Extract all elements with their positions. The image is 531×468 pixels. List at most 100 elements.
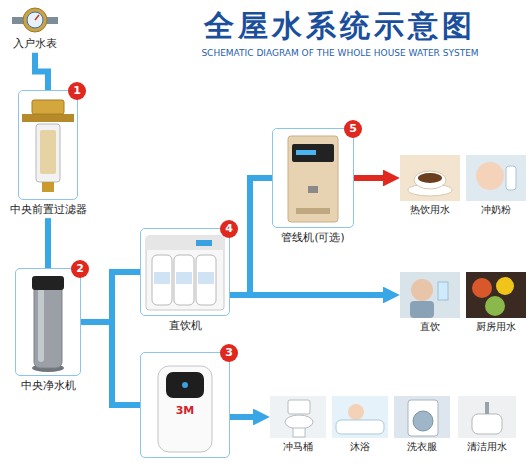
dish [496, 277, 514, 295]
usage-box: 直饮 [400, 272, 460, 334]
bathtub [336, 420, 384, 434]
filter-cap [32, 100, 64, 114]
drinker-cartridge [174, 255, 194, 305]
baby-face [476, 162, 504, 190]
softener-led [182, 382, 188, 388]
node-label: 直饮 [420, 321, 440, 334]
dish [485, 296, 505, 316]
node-label: 直饮机 [169, 319, 202, 332]
drinker-cartridge [196, 255, 216, 305]
filter-housing [36, 124, 60, 182]
usage-box: 沐浴 [332, 396, 388, 454]
person-body [410, 301, 434, 318]
device-box: 2 中央净水机 [15, 268, 81, 392]
pipeline-digits [296, 150, 316, 155]
pipe-connector [230, 292, 383, 298]
pipeline-body [288, 136, 338, 222]
purifier-tank [34, 284, 62, 368]
callout-number: 3 [220, 344, 238, 362]
node-frame: 2 [15, 268, 81, 376]
device-box: 4 直饮机 [140, 228, 230, 332]
washer-door [413, 411, 433, 431]
cup [414, 171, 446, 189]
node-label: 管线机(可选) [281, 231, 344, 244]
node-label: 热饮用水 [410, 204, 450, 217]
subtitle: SCHEMATIC DIAGRAM OF THE WHOLE HOUSE WAT… [150, 48, 530, 58]
purifier-highlight [38, 288, 44, 362]
node-frame [394, 396, 450, 438]
drinker-cartridge [152, 255, 172, 305]
node-label: 中央前置过滤器 [10, 203, 87, 216]
bottle [506, 166, 516, 190]
cartridge-stripe [154, 272, 170, 284]
node-frame: 5 [272, 128, 354, 228]
usage-box: 冲奶粉 [466, 155, 526, 217]
pipe-connector [230, 178, 272, 295]
callout-number: 2 [71, 260, 89, 278]
person-head [411, 279, 433, 301]
node-label: 厨房用水 [476, 321, 516, 334]
toilet-tank [288, 400, 310, 414]
node-label: 入户水表 [13, 37, 57, 51]
pipe-connector [81, 322, 140, 405]
washer [408, 400, 438, 436]
node-frame [466, 155, 526, 201]
photo-ground [458, 396, 516, 438]
pipe-connector [81, 272, 140, 322]
photo-ground [466, 272, 526, 318]
node-frame [20, 6, 50, 34]
toilet-bowl [285, 415, 313, 429]
purifier-head [32, 276, 64, 290]
node-frame [458, 396, 516, 438]
pipe-connector [45, 218, 51, 268]
node-frame: 1 [18, 90, 78, 200]
node-label: 清洁用水 [467, 441, 507, 454]
filter-pipe [22, 114, 74, 122]
meter-body [23, 8, 47, 32]
photo-ground [400, 155, 460, 201]
node-frame [466, 272, 526, 318]
device-box: 1 中央前置过滤器 [8, 90, 89, 216]
callout-number: 4 [220, 220, 238, 238]
usage-box: 热饮用水 [400, 155, 460, 217]
coffee [418, 173, 442, 183]
glass [438, 282, 448, 300]
pipe-connector [230, 414, 253, 420]
pipe-connector [35, 53, 48, 90]
photo-ground [466, 155, 526, 201]
filter-mesh [40, 130, 56, 174]
node-label: 中央净水机 [21, 379, 76, 392]
node-label: 沐浴 [350, 441, 370, 454]
drinker-display [196, 240, 212, 246]
usage-box: 洗衣服 [394, 396, 450, 454]
softener-cabinet [158, 366, 212, 452]
usage-box: 清洁用水 [458, 396, 516, 454]
brand-logo: 3M [165, 404, 205, 417]
photo-ground [394, 396, 450, 438]
softener-panel [166, 372, 204, 398]
device-box: 3 [140, 352, 230, 458]
usage-box: 厨房用水 [466, 272, 526, 334]
basin [472, 414, 502, 434]
pipeline-nozzle [308, 186, 318, 193]
photo-ground [400, 272, 460, 318]
node-frame: 4 [140, 228, 230, 316]
drinker-cabinet [146, 236, 224, 310]
meter-box: 入户水表 [11, 6, 59, 51]
cartridge-stripe [198, 272, 214, 284]
cartridge-stripe [176, 272, 192, 284]
drinker-top [146, 236, 224, 250]
filter-valve [42, 182, 54, 192]
faucet [485, 402, 489, 414]
node-label: 冲奶粉 [481, 204, 511, 217]
pipeline-display [292, 144, 334, 162]
node-label: 冲马桶 [283, 441, 313, 454]
node-frame [400, 155, 460, 201]
meter-needle [35, 15, 39, 20]
pipeline-tray [296, 208, 330, 214]
pipe-connector [354, 175, 383, 181]
node-label: 洗衣服 [407, 441, 437, 454]
callout-number: 1 [68, 82, 86, 100]
